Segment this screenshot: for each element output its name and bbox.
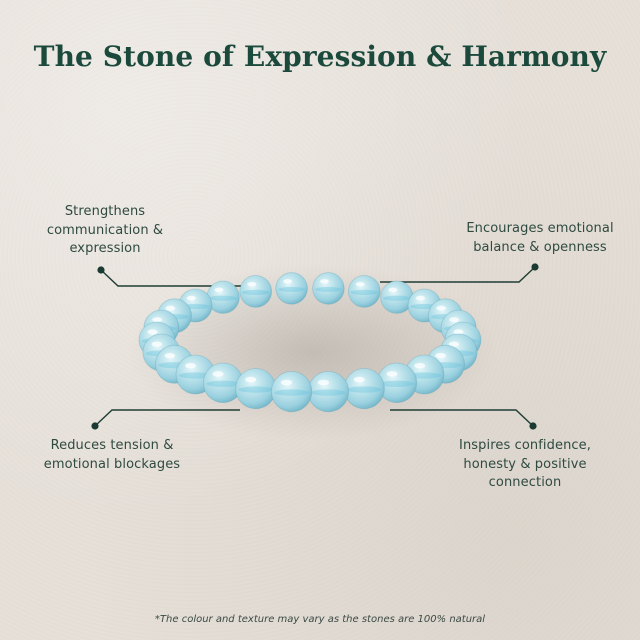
bead: [376, 362, 418, 403]
bead: [270, 370, 313, 413]
bead: [312, 272, 345, 305]
feature-line: honesty & positive: [463, 456, 587, 472]
feature-line: balance & openness: [473, 239, 607, 255]
bead: [275, 272, 308, 305]
page-title: The Stone of Expression & Harmony: [33, 40, 607, 73]
feature-line: emotional blockages: [43, 456, 181, 472]
feature-line: Inspires confidence,: [459, 438, 591, 453]
feature-label-confidence: Inspires confidence, honesty & positive …: [440, 437, 610, 493]
feature-label-communication: Strengthens communication & expression: [35, 203, 175, 259]
bracelet-beads-front: [138, 321, 482, 413]
feature-line: connection: [488, 475, 562, 490]
feature-line: Encourages emotional: [466, 221, 614, 236]
bead: [307, 370, 349, 413]
feature-line: Reduces tension &: [50, 438, 174, 453]
bead: [202, 362, 244, 403]
bead: [343, 368, 385, 410]
bead: [239, 275, 273, 308]
disclaimer-footnote: *The colour and texture may vary as the …: [154, 614, 486, 625]
feature-line: expression: [69, 241, 141, 256]
bead: [235, 368, 277, 410]
bead: [347, 275, 381, 308]
feature-label-emotional-balance: Encourages emotional balance & openness: [440, 220, 640, 257]
feature-line: communication &: [46, 222, 164, 238]
bead: [380, 280, 414, 314]
feature-line: Strengthens: [64, 204, 146, 219]
feature-label-reduces-tension: Reduces tension & emotional blockages: [27, 437, 197, 474]
